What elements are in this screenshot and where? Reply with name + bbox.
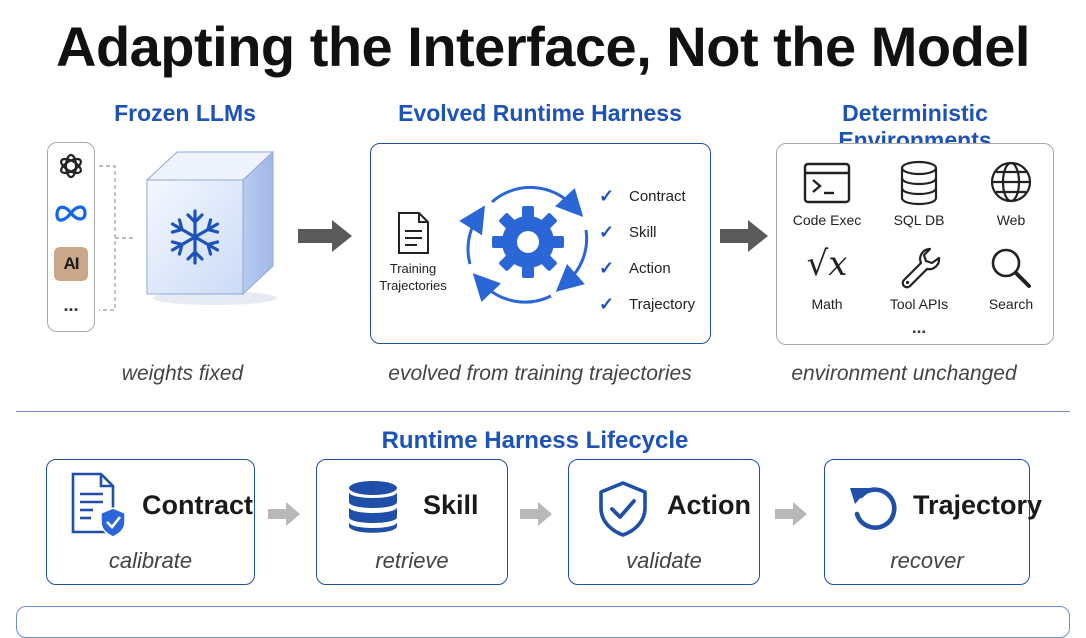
terminal-icon <box>803 162 851 204</box>
check-item-skill: ✓ Skill <box>599 222 657 243</box>
harness-heading: Evolved Runtime Harness <box>398 100 682 126</box>
stage-skill-card: Skill retrieve <box>316 459 508 585</box>
stage-title: Action <box>667 490 751 520</box>
more-llms-ellipsis: ... <box>63 295 79 315</box>
checkmark-icon: ✓ <box>599 258 615 278</box>
stage-title: Contract <box>142 490 254 520</box>
check-item-trajectory: ✓ Trajectory <box>599 294 695 315</box>
check-item-action: ✓ Action <box>599 258 671 279</box>
lifecycle-arrow-3 <box>775 502 807 526</box>
stage-contract-card: Contract calibrate <box>46 459 255 585</box>
lifecycle-arrow-1 <box>268 502 300 526</box>
stage-title: Skill <box>423 490 479 520</box>
check-label: Action <box>629 260 671 277</box>
stage-action-card: Action validate <box>568 459 760 585</box>
database-icon <box>349 481 397 533</box>
arrow-llms-to-harness <box>298 220 352 252</box>
globe-icon <box>990 161 1032 203</box>
env-label-math: Math <box>811 296 843 312</box>
frozen-llms-caption: weights fixed <box>121 362 244 385</box>
more-envs-ellipsis: ... <box>911 318 927 337</box>
training-label-line2: Trajectories <box>379 278 447 293</box>
harness-caption: evolved from training trajectories <box>388 362 692 385</box>
sqrt-x-icon: √x <box>806 244 848 284</box>
llm-logo-panel: AI ... <box>47 142 95 332</box>
check-label: Contract <box>629 188 686 205</box>
environments-caption: environment unchanged <box>791 362 1017 385</box>
wrench-icon <box>901 247 941 289</box>
check-item-contract: ✓ Contract <box>599 186 686 207</box>
anthropic-logo-icon: AI <box>54 247 88 281</box>
env-label-tool-apis: Tool APIs <box>889 296 949 312</box>
training-label-line1: Training <box>389 261 437 276</box>
stage-trajectory-card: Trajectory recover <box>824 459 1042 585</box>
stage-title: Trajectory <box>913 490 1043 520</box>
page-title: Adapting the Interface, Not the Model <box>56 15 1030 78</box>
magnifier-icon <box>991 248 1031 288</box>
anthropic-logo-text: AI <box>63 254 80 273</box>
meta-logo-icon <box>53 201 89 225</box>
evolution-cycle-gear-icon <box>459 185 589 304</box>
check-label: Skill <box>629 224 657 241</box>
checkmark-icon: ✓ <box>599 186 615 206</box>
env-label-search: Search <box>988 296 1034 312</box>
env-label-sql-db: SQL DB <box>893 212 945 228</box>
checkmark-icon: ✓ <box>599 222 615 242</box>
bottom-panel-edge <box>16 606 1070 638</box>
llm-connector-lines <box>99 165 135 311</box>
lifecycle-arrow-2 <box>520 502 552 526</box>
training-document-icon <box>398 212 429 254</box>
lifecycle-heading: Runtime Harness Lifecycle <box>381 427 689 454</box>
harness-panel: Training Trajectories <box>370 143 711 344</box>
env-label-web: Web <box>996 212 1026 228</box>
openai-logo-icon <box>56 151 86 181</box>
stage-verb: validate <box>626 548 702 573</box>
env-label-code-exec: Code Exec <box>792 212 862 228</box>
contract-shield-icon <box>71 472 126 538</box>
check-label: Trajectory <box>629 296 696 313</box>
undo-arrow-icon <box>850 487 897 530</box>
frozen-llms-heading: Frozen LLMs <box>114 100 256 126</box>
shield-check-icon <box>599 481 647 537</box>
stage-verb: recover <box>890 548 964 573</box>
environments-panel: Code Exec SQL DB Web √x Math Tool APIs .… <box>776 143 1054 345</box>
database-icon <box>900 160 938 206</box>
arrow-harness-to-envs <box>720 220 768 252</box>
stage-verb: retrieve <box>375 548 449 573</box>
stage-verb: calibrate <box>108 548 193 573</box>
section-divider <box>16 411 1070 412</box>
checkmark-icon: ✓ <box>599 294 615 314</box>
frozen-model-cube-icon <box>145 150 277 305</box>
